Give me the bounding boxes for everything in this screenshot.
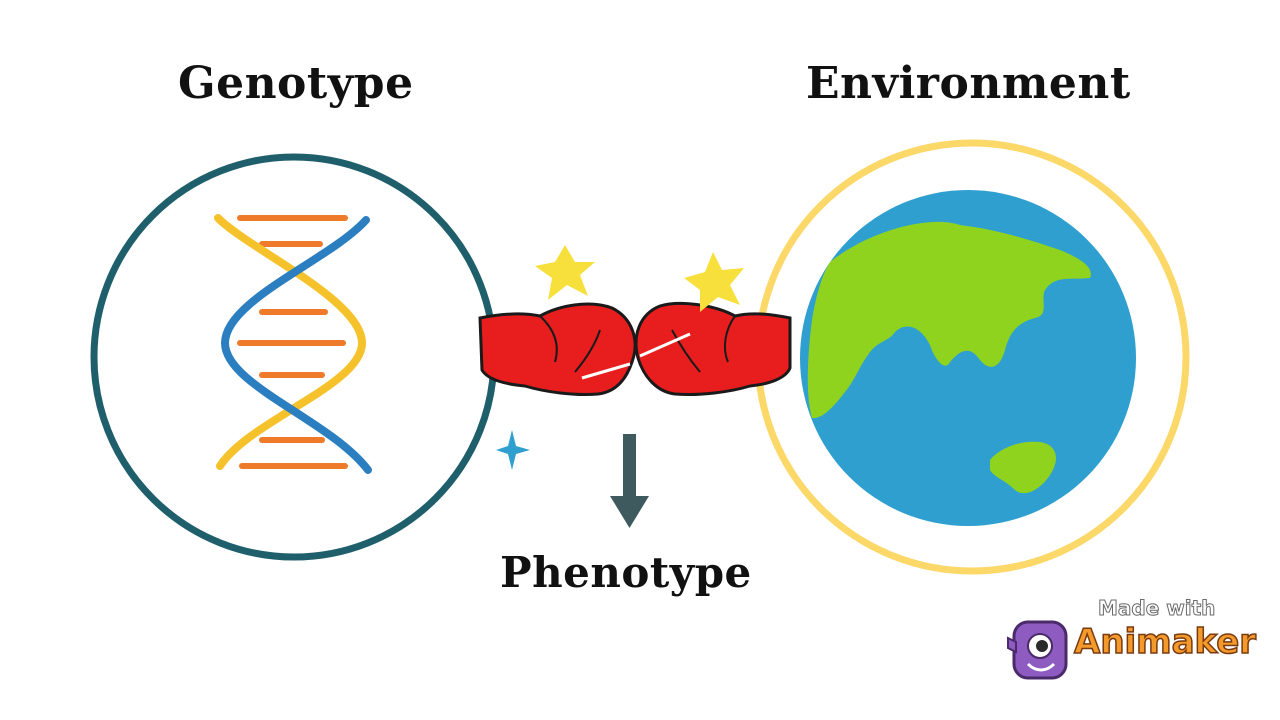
star-icon [535,245,595,300]
animaker-logo-icon [1007,620,1068,680]
genotype-label: Genotype [178,58,414,109]
star-icon [684,252,744,312]
made-with-text: Made with [1097,596,1216,621]
down-arrow-icon [610,434,649,528]
boxing-gloves-icon [478,301,792,396]
environment-label: Environment [806,58,1131,109]
phenotype-label: Phenotype [500,548,752,597]
earth-globe-icon [800,190,1136,526]
dna-icon [214,214,372,474]
animaker-brand-text: Animaker [1073,621,1257,663]
animaker-watermark: Made with Animaker [1000,596,1257,682]
sparkle-icon [496,430,530,470]
